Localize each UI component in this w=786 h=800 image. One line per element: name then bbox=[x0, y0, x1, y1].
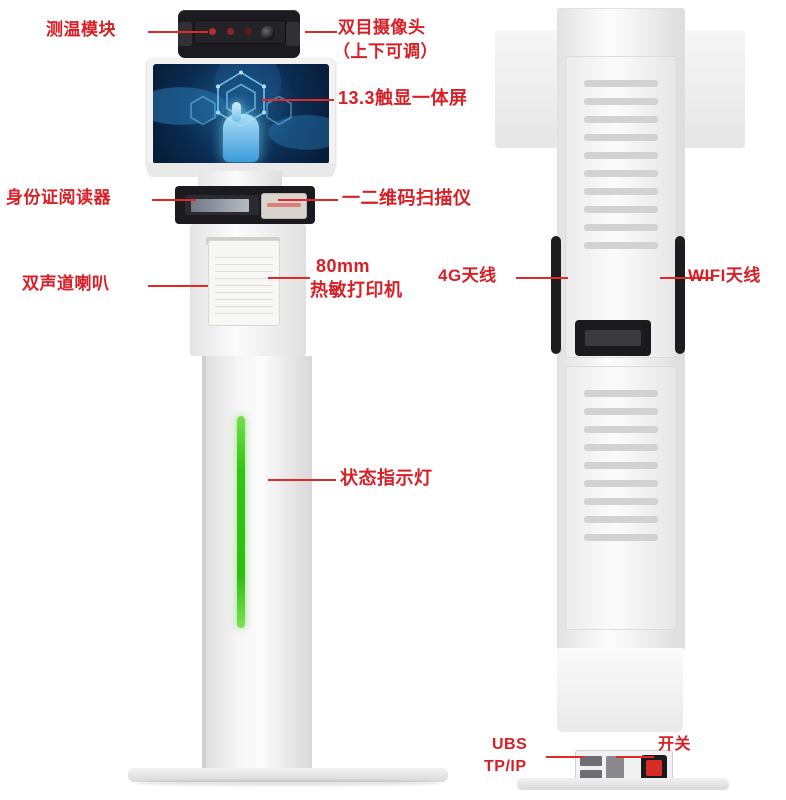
label-status-indicator: 状态指示灯 bbox=[340, 468, 433, 488]
status-indicator-light bbox=[237, 416, 245, 628]
kiosk-base-rear bbox=[517, 778, 729, 790]
hexagon-network-icon bbox=[190, 70, 292, 128]
hand-touch-graphic bbox=[223, 102, 259, 162]
touch-screen-bezel bbox=[147, 58, 335, 170]
leader-temperature-module bbox=[148, 31, 208, 33]
kiosk-column bbox=[202, 356, 312, 768]
touch-screen-display[interactable] bbox=[153, 64, 329, 164]
label-power-switch: 开关 bbox=[658, 736, 692, 753]
label-4g-antenna: 4G天线 bbox=[438, 266, 497, 285]
label-binocular-camera-line2: （上下可调） bbox=[333, 42, 438, 61]
label-code-scanner: 一二维码扫描仪 bbox=[342, 188, 472, 208]
antenna-wifi bbox=[675, 236, 685, 354]
leader-binocular-camera bbox=[305, 31, 337, 33]
hexagon-graphic bbox=[181, 67, 301, 152]
label-touch-screen: 13.3触显一体屏 bbox=[338, 88, 468, 108]
power-switch-rocker[interactable] bbox=[641, 755, 667, 781]
qr-code-scanner-module[interactable] bbox=[261, 193, 307, 219]
rear-connector-block bbox=[575, 320, 651, 356]
leader-power-switch bbox=[616, 756, 654, 758]
leader-code-scanner bbox=[278, 199, 338, 201]
screen-chin bbox=[147, 163, 335, 177]
thermal-printer-module[interactable] bbox=[208, 240, 280, 326]
rear-upper-vent-panel bbox=[565, 56, 677, 358]
ethernet-port-icon[interactable] bbox=[606, 756, 624, 780]
id-card-reader-module[interactable] bbox=[185, 195, 259, 215]
antenna-4g bbox=[551, 236, 561, 354]
reader-panel bbox=[175, 186, 315, 224]
label-printer-line2: 热敏打印机 bbox=[310, 280, 403, 300]
usb-port-icon[interactable] bbox=[580, 756, 602, 766]
camera-bracket-left bbox=[178, 22, 192, 46]
usb-port-2-icon[interactable] bbox=[580, 770, 602, 780]
leader-id-card-reader bbox=[152, 199, 196, 201]
ir-led-3-icon bbox=[245, 28, 252, 35]
rear-foot-housing bbox=[557, 648, 683, 732]
leader-4g-antenna bbox=[516, 277, 568, 279]
label-temperature-module: 测温模块 bbox=[46, 20, 116, 39]
camera-bracket-right bbox=[286, 22, 300, 46]
label-dual-speaker: 双声道喇叭 bbox=[22, 274, 110, 293]
label-binocular-camera-line1: 双目摄像头 bbox=[338, 18, 426, 37]
label-usb-line1: UBS bbox=[492, 736, 528, 753]
rear-kiosk-illustration bbox=[495, 8, 755, 790]
leader-touch-screen bbox=[262, 99, 334, 101]
rear-lower-vent-panel bbox=[565, 366, 677, 630]
vent-slots-upper bbox=[584, 69, 658, 260]
kiosk-base-shadow bbox=[134, 780, 442, 786]
ir-led-2-icon bbox=[227, 28, 234, 35]
label-wifi-antenna: WIFI天线 bbox=[688, 266, 761, 285]
label-id-card-reader: 身份证阅读器 bbox=[6, 188, 111, 207]
front-kiosk-illustration bbox=[128, 8, 448, 788]
camera-window bbox=[194, 20, 286, 44]
camera-lens-icon bbox=[261, 26, 275, 40]
leader-dual-speaker bbox=[148, 285, 208, 287]
leader-status-indicator bbox=[268, 479, 336, 481]
printer-paper-graphic bbox=[215, 251, 273, 319]
vent-slots-lower bbox=[584, 379, 658, 552]
label-printer-line1: 80mm bbox=[316, 256, 371, 276]
leader-wifi-antenna bbox=[660, 277, 712, 279]
id-card-graphic bbox=[191, 199, 249, 212]
leader-usb bbox=[546, 756, 584, 758]
ir-led-1-icon bbox=[209, 28, 216, 35]
kiosk-column-edge bbox=[202, 356, 206, 768]
leader-printer bbox=[268, 277, 310, 279]
kiosk-base-front bbox=[128, 768, 448, 782]
binocular-camera-module bbox=[178, 10, 300, 58]
label-usb-line2: TP/IP bbox=[484, 758, 527, 775]
